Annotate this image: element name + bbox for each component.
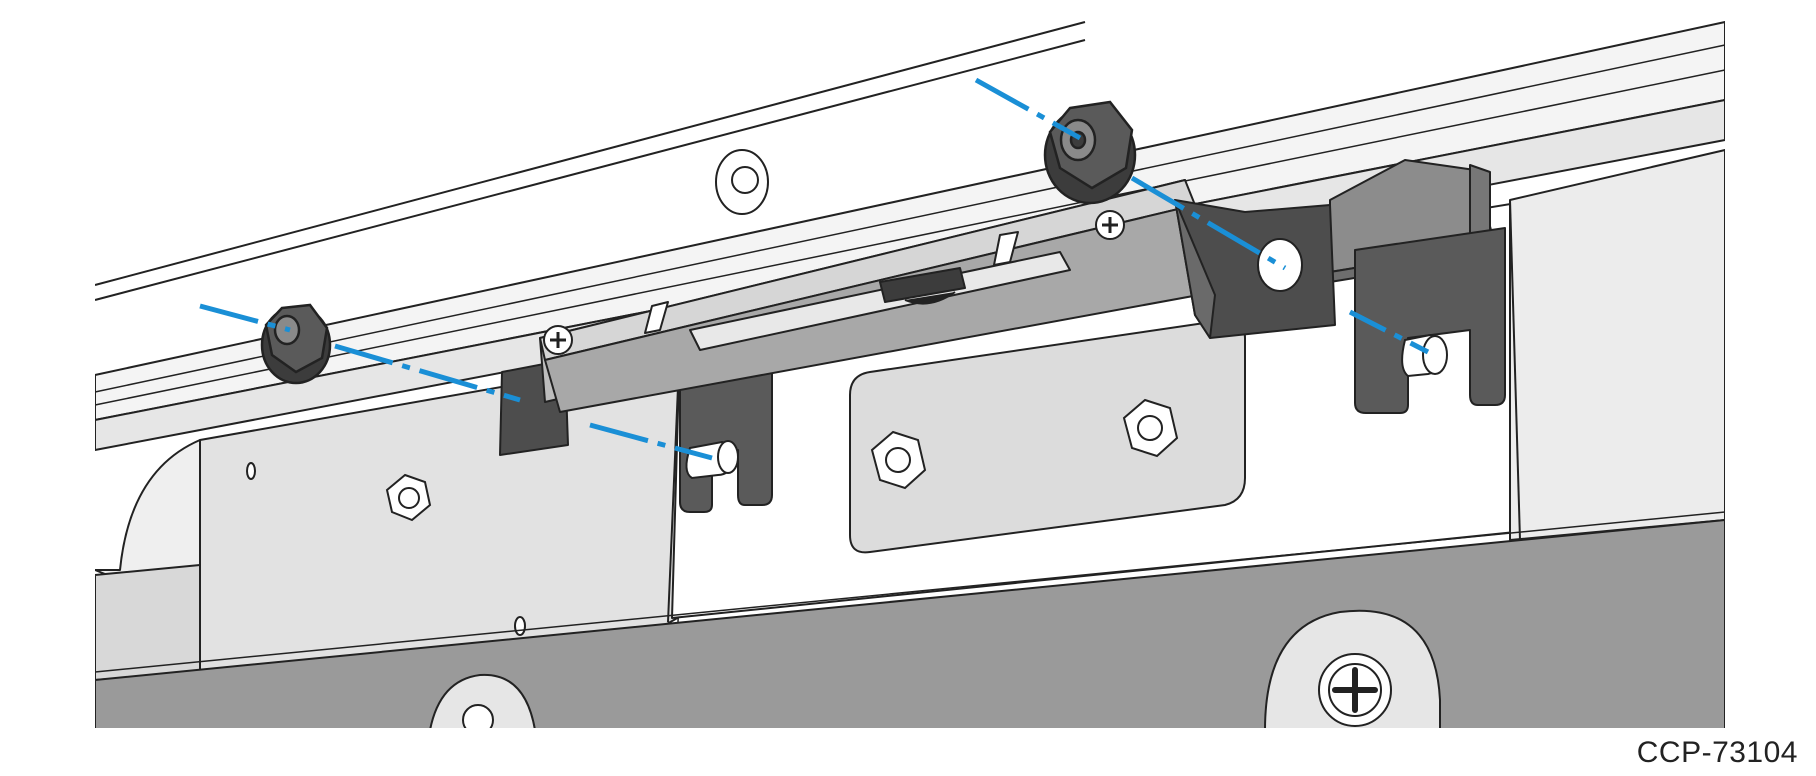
figure-id-label: CCP-73104 — [1636, 736, 1798, 769]
callout-line — [589, 422, 713, 461]
right-panel — [1509, 149, 1726, 541]
hex-nut-icon — [385, 398, 1179, 522]
callout-line — [199, 303, 291, 333]
bracket-slot — [993, 231, 1019, 266]
hex-flange-nut-icon — [260, 100, 1137, 385]
phillips-screw-icon — [462, 149, 1392, 736]
left-panel — [94, 337, 781, 681]
callout-lines — [199, 77, 1430, 461]
bracket-slot — [644, 301, 669, 334]
callout-line — [1348, 309, 1430, 355]
callout-line — [1130, 175, 1287, 271]
callout-line — [334, 343, 521, 403]
panel-hole — [246, 462, 256, 480]
panel-hole — [514, 616, 526, 636]
mounting-bracket — [499, 179, 1336, 456]
callout-line — [974, 77, 1082, 141]
bracket-hole — [1257, 238, 1303, 292]
boss-left — [429, 673, 536, 731]
